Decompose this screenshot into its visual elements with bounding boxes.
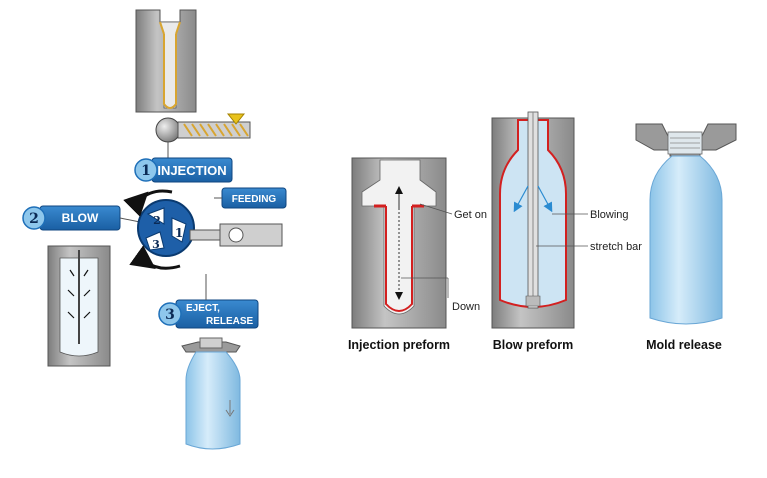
eject-step-line2: RELEASE bbox=[206, 316, 254, 327]
injection-preform-mold bbox=[351, 157, 447, 329]
injection-mold-top bbox=[135, 9, 197, 113]
rotary-turret: 2 1 3 bbox=[123, 189, 195, 270]
turret-position-1: 1 bbox=[175, 226, 183, 240]
blow-step-badge: 2 BLOW bbox=[22, 205, 121, 231]
extruder-screw bbox=[155, 113, 251, 143]
blow-step-number: 2 bbox=[29, 211, 39, 227]
injection-step-label: INJECTION bbox=[157, 163, 226, 178]
feeding-badge: FEEDING bbox=[221, 187, 287, 209]
blow-preform-mold bbox=[491, 111, 575, 329]
injection-step-number: 1 bbox=[141, 163, 151, 179]
feeding-arm bbox=[189, 223, 283, 247]
turret-position-3: 3 bbox=[152, 238, 160, 251]
get-on-label: Get on bbox=[454, 209, 487, 221]
injection-step-badge: 1 INJECTION bbox=[134, 157, 233, 183]
mold-release-bottle bbox=[635, 123, 737, 325]
blow-step-label: BLOW bbox=[62, 211, 99, 225]
blow-preform-caption: Blow preform bbox=[493, 338, 574, 352]
blow-station-mold bbox=[47, 245, 111, 367]
turret-position-2: 2 bbox=[153, 214, 161, 227]
down-label: Down bbox=[452, 301, 480, 313]
eject-step-line1: EJECT, bbox=[186, 303, 220, 314]
injection-preform-caption: Injection preform bbox=[348, 338, 450, 352]
mold-release-caption: Mold release bbox=[646, 338, 722, 352]
ejected-bottle bbox=[181, 337, 241, 450]
stretch-bar-label: stretch bar bbox=[590, 241, 642, 253]
blowing-label: Blowing bbox=[590, 209, 629, 221]
feeding-label: FEEDING bbox=[232, 194, 277, 205]
eject-step-badge: 3 EJECT, RELEASE bbox=[158, 299, 259, 329]
eject-step-number: 3 bbox=[165, 307, 175, 323]
